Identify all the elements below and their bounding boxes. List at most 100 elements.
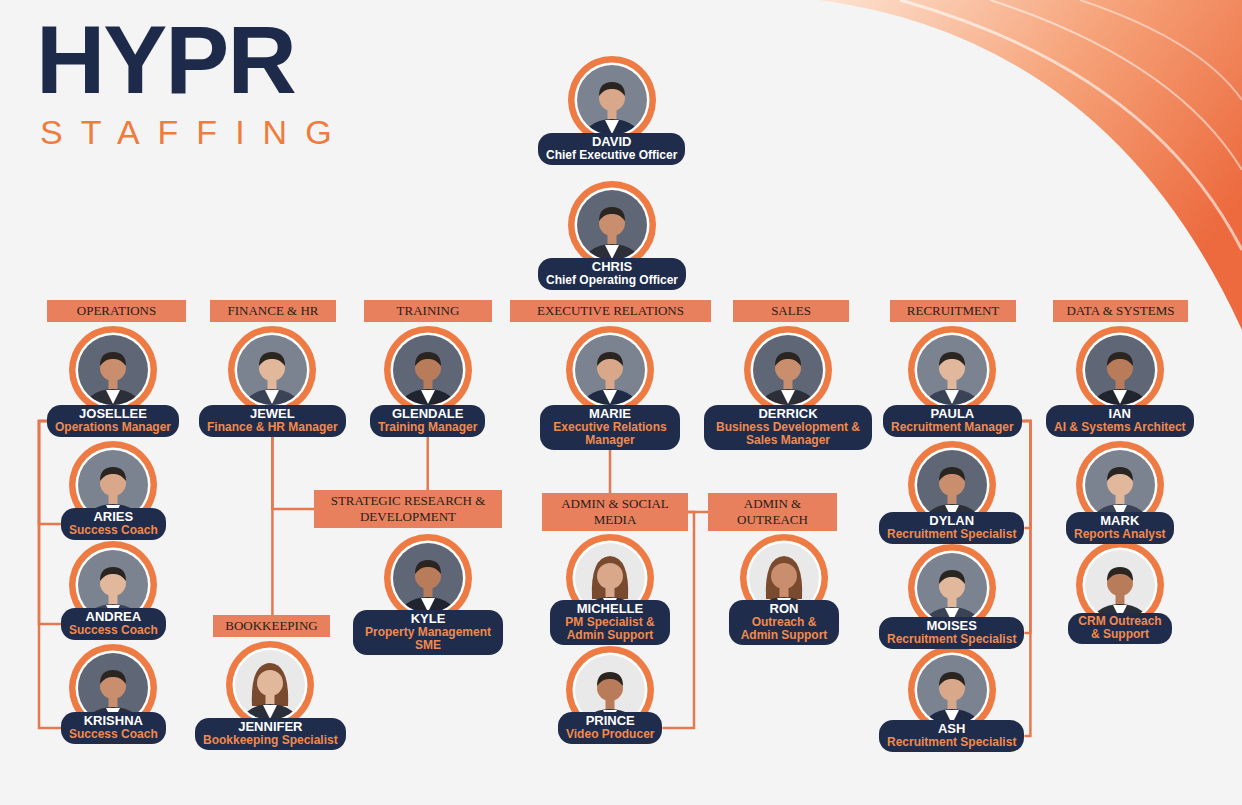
department-header: SALES xyxy=(733,300,849,322)
person-name: PAULA xyxy=(891,407,1014,421)
person-name: RON xyxy=(737,602,831,616)
person-role: Success Coach xyxy=(69,728,158,741)
department-header: ADMIN & OUTREACH xyxy=(708,493,837,531)
name-plate: PRINCEVideo Producer xyxy=(558,712,662,744)
department-header: BOOKKEEPING xyxy=(213,615,330,637)
person-role: Chief Operating Officer xyxy=(546,274,678,287)
person-name: JOSELLEE xyxy=(55,407,171,421)
name-plate: DERRICKBusiness Development & Sales Mana… xyxy=(704,405,872,450)
person-name: MARK xyxy=(1074,514,1166,528)
name-plate: CHRISChief Operating Officer xyxy=(538,258,686,290)
person-name: CHRIS xyxy=(546,260,678,274)
department-title: FINANCE & HR xyxy=(213,303,333,319)
name-plate: RONOutreach & Admin Support xyxy=(729,600,839,645)
name-plate: MICHELLEPM Specialist & Admin Support xyxy=(550,600,670,645)
department-title: BOOKKEEPING xyxy=(216,618,327,634)
connector xyxy=(1022,421,1031,528)
person-role: Outreach & Admin Support xyxy=(737,616,831,642)
portrait-photo xyxy=(743,325,833,415)
person-name: DYLAN xyxy=(887,514,1016,528)
person-name: IAN xyxy=(1054,407,1186,421)
person-name: MOISES xyxy=(887,619,1016,633)
portrait-photo xyxy=(225,640,315,730)
person-role: Video Producer xyxy=(566,728,654,741)
department-title: ADMIN & SOCIAL MEDIA xyxy=(545,496,685,528)
department-header: RECRUITMENT xyxy=(890,300,1016,322)
swoosh-band xyxy=(820,0,1242,330)
department-header: DATA & SYSTEMS xyxy=(1053,300,1188,322)
person-name: KYLE xyxy=(361,612,495,626)
person-role: Operations Manager xyxy=(55,421,171,434)
person-role: PM Specialist & Admin Support xyxy=(558,616,662,642)
person-role: Bookkeeping Specialist xyxy=(203,734,338,747)
name-plate: DYLANRecruitment Specialist xyxy=(879,512,1024,544)
connector xyxy=(39,421,61,728)
person-name: MARIE xyxy=(548,407,672,421)
person-name: JEWEL xyxy=(207,407,338,421)
person-role: Reports Analyst xyxy=(1074,528,1166,541)
person-role: Property Management SME xyxy=(361,626,495,652)
name-plate: CRM Outreach & Support xyxy=(1068,613,1172,644)
person-name: DERRICK xyxy=(712,407,864,421)
portrait-photo xyxy=(227,325,317,415)
logo-wordmark: HYPR xyxy=(36,12,295,108)
person-name: JENNIFER xyxy=(203,720,338,734)
name-plate: MARIEExecutive Relations Manager xyxy=(540,405,680,450)
department-title: EXECUTIVE RELATIONS xyxy=(513,303,708,319)
person-role: Success Coach xyxy=(69,524,158,537)
person-role: Chief Executive Officer xyxy=(546,149,677,162)
department-header: STRATEGIC RESEARCH & DEVELOPMENT xyxy=(314,490,502,528)
department-title: STRATEGIC RESEARCH & DEVELOPMENT xyxy=(317,493,499,525)
person-role: Recruitment Specialist xyxy=(887,633,1016,646)
portrait-photo xyxy=(1075,325,1165,415)
name-plate: MOISESRecruitment Specialist xyxy=(879,617,1024,649)
name-plate: MARKReports Analyst xyxy=(1066,512,1174,544)
connector xyxy=(609,450,612,493)
department-title: SALES xyxy=(736,303,846,319)
department-title: TRAINING xyxy=(367,303,489,319)
portrait-photo xyxy=(565,325,655,415)
person-role: Finance & HR Manager xyxy=(207,421,338,434)
department-header: TRAINING xyxy=(364,300,492,322)
person-role: Recruitment Specialist xyxy=(887,736,1016,749)
person-role: Training Manager xyxy=(378,421,477,434)
person-name: ARIES xyxy=(69,510,158,524)
name-plate: IANAI & Systems Architect xyxy=(1046,405,1194,437)
person-role: CRM Outreach & Support xyxy=(1076,615,1164,641)
connector xyxy=(272,437,314,509)
department-title: OPERATIONS xyxy=(50,303,183,319)
person-name: ASH xyxy=(887,722,1016,736)
name-plate: JOSELLEEOperations Manager xyxy=(47,405,179,437)
logo-subtitle: STAFFING xyxy=(40,115,350,149)
swoosh-line xyxy=(900,0,1242,250)
connector xyxy=(1022,421,1031,736)
person-role: Recruitment Specialist xyxy=(887,528,1016,541)
person-name: PRINCE xyxy=(566,714,654,728)
person-role: AI & Systems Architect xyxy=(1054,421,1186,434)
name-plate: JEWELFinance & HR Manager xyxy=(199,405,346,437)
person-role: Executive Relations Manager xyxy=(548,421,672,447)
swoosh-line xyxy=(1080,0,1242,100)
department-title: RECRUITMENT xyxy=(893,303,1013,319)
person-name: DAVID xyxy=(546,135,677,149)
name-plate: JENNIFERBookkeeping Specialist xyxy=(195,718,346,750)
portrait-photo xyxy=(567,180,657,270)
portrait-photo xyxy=(68,325,158,415)
name-plate: ASHRecruitment Specialist xyxy=(879,720,1024,752)
name-plate: PAULARecruitment Manager xyxy=(883,405,1022,437)
connector xyxy=(39,421,61,624)
name-plate: KRISHNASuccess Coach xyxy=(61,712,166,744)
person-name: GLENDALE xyxy=(378,407,477,421)
portrait-photo xyxy=(383,325,473,415)
portrait-photo xyxy=(907,325,997,415)
department-header: ADMIN & SOCIAL MEDIA xyxy=(542,493,688,531)
department-header: OPERATIONS xyxy=(47,300,186,322)
name-plate: KYLEProperty Management SME xyxy=(353,610,503,655)
person-role: Recruitment Manager xyxy=(891,421,1014,434)
person-role: Success Coach xyxy=(69,624,158,637)
portrait-photo xyxy=(567,55,657,145)
person-name: KRISHNA xyxy=(69,714,158,728)
department-header: EXECUTIVE RELATIONS xyxy=(510,300,711,322)
person-name: MICHELLE xyxy=(558,602,662,616)
